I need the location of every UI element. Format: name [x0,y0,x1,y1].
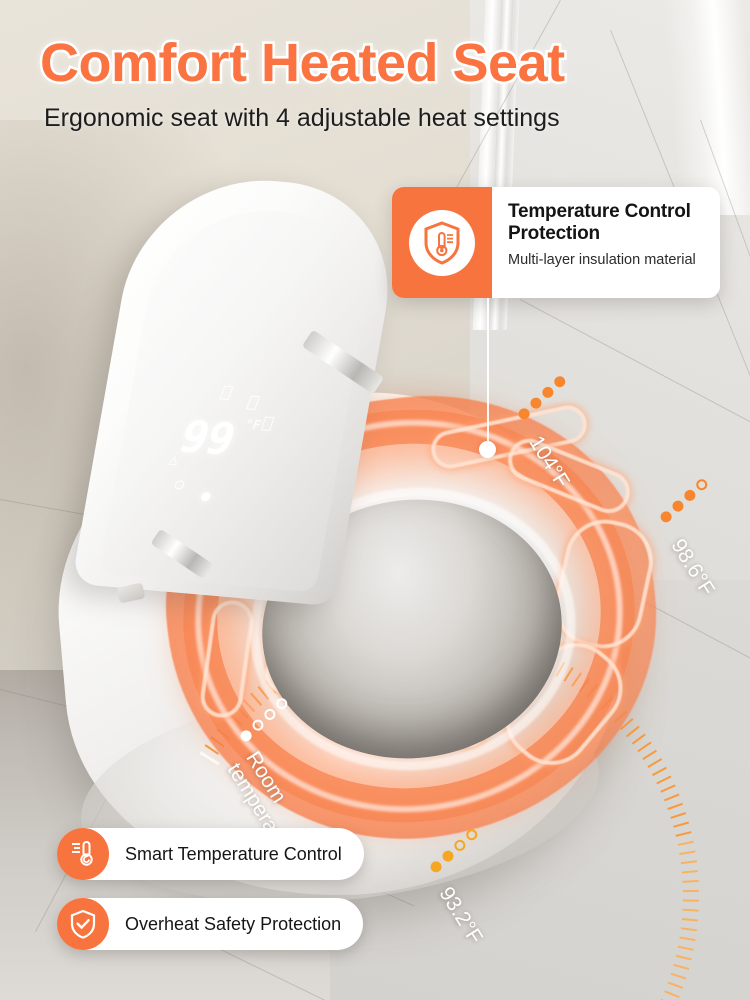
control-display: 99 °F ⎕ ⎕ ⎕ △ ○ ● [165,384,340,521]
water-drop-icon: ⎕ [245,394,261,413]
badge-overheat-safety-protection[interactable]: Overheat Safety Protection [57,898,364,950]
card-subtitle: Multi-layer insulation material [508,252,696,269]
gauge-tick [681,870,698,874]
page-title: Comfort Heated Seat [38,31,568,96]
gauge-tick [679,850,696,856]
power-icon: ● [198,486,214,505]
gauge-tick [626,725,640,738]
dry-icon: ○ [172,474,188,493]
badge-label: Smart Temperature Control [125,843,342,864]
seat-icon: ⎕ [218,384,234,403]
wall-molding [664,0,750,215]
gauge-tick [675,831,692,837]
badge-icon-wrap [57,828,109,880]
gauge-tick [651,766,667,777]
gauge-tick [682,899,699,902]
display-reading: 99 [173,411,242,466]
callout-leader-dot [479,441,496,458]
badge-icon-wrap [57,898,109,950]
shield-check-icon [70,909,96,939]
temperature-control-card[interactable]: Temperature Control Protection Multi-lay… [392,187,720,298]
card-title: Temperature Control Protection [508,201,691,245]
gauge-tick [631,733,646,745]
gauge-tick [647,758,663,768]
gauge-tick [642,749,658,760]
gauge-tick [656,775,672,785]
icon-circle [409,209,475,276]
gauge-tick [680,860,697,865]
gauge-tick [677,840,694,846]
callout-leader-line [487,298,489,446]
gauge-tick [682,879,699,883]
gauge-tick [663,793,680,802]
gauge-tick [667,802,684,811]
shield-thermometer-icon [424,220,460,265]
fan-icon: ⎕ [260,415,276,434]
gauge-tick [682,889,699,893]
gauge-tick [637,741,652,753]
badge-smart-temperature-control[interactable]: Smart Temperature Control [57,828,364,880]
gauge-tick [670,812,687,819]
card-icon-panel [392,187,492,298]
gauge-tick [660,784,676,793]
page-subtitle: Ergonomic seat with 4 adjustable heat se… [44,104,560,132]
badge-label: Overheat Safety Protection [125,913,342,934]
card-text-panel: Temperature Control Protection Multi-lay… [492,187,720,298]
thermometer-icon [72,841,93,866]
gauge-tick [673,821,690,828]
